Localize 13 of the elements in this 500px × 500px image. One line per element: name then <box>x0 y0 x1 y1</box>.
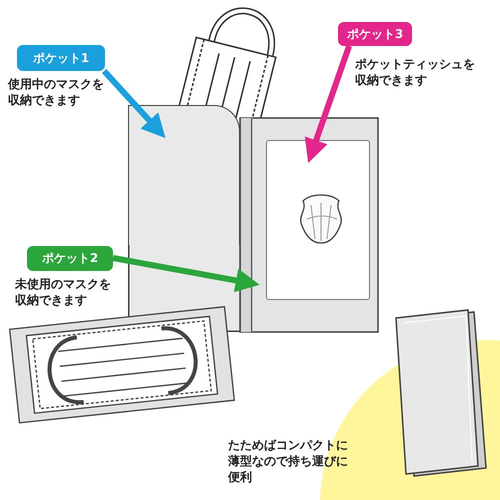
pocket-panel <box>128 105 240 245</box>
pocket-badge: ポケット3 <box>338 22 412 46</box>
pocket-badge: ポケット2 <box>27 246 113 271</box>
arrow <box>304 45 352 163</box>
pocket-badge: ポケット1 <box>17 45 105 71</box>
description-text: 未使用のマスクを収納できます <box>15 276 112 308</box>
arrow <box>102 68 166 138</box>
arrow <box>112 255 260 292</box>
description-text: 使用中のマスクを収納できます <box>8 76 105 108</box>
note-text: たためばコンパクトに薄型なので持ち運びに便利 <box>228 437 349 485</box>
spine-slot <box>240 118 252 332</box>
description-text: ポケットティッシュを収納できます <box>355 56 476 88</box>
tissue-window <box>266 140 370 300</box>
